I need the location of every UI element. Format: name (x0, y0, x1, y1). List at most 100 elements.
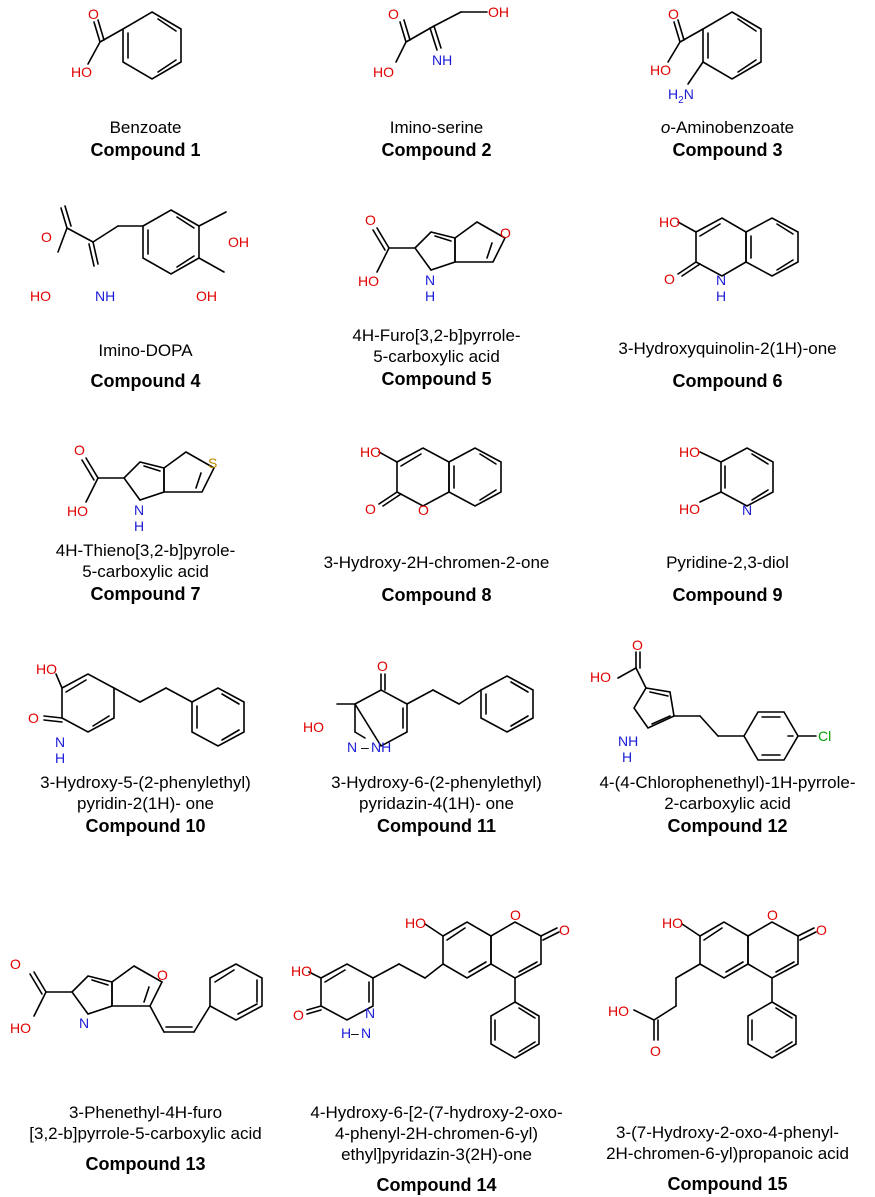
compound-15-structure: HO O O HO O (608, 907, 827, 1059)
hydroxyl-atom: HO (662, 915, 683, 931)
hydroxyl-atom: OH (196, 288, 217, 304)
nitrogen-atom: N (365, 1005, 375, 1021)
hydroxyl-atom: HO (373, 64, 394, 80)
compound-5-cell: O HO O N H 4H-Furo[3,2-b]pyrrole- 5-carb… (291, 200, 582, 439)
compound-15-cell: HO O O HO O 3-(7-Hydroxy-2-oxo-4-phenyl-… (582, 880, 873, 1197)
hydroxyl-atom: HO (67, 503, 88, 519)
compound-label: Compound 11 (376, 816, 496, 836)
compound-12-cell: O HO NH H Cl 4-(4-Chlorophenethyl)-1H-py… (582, 637, 873, 891)
compound-9-structure: HO HO N (679, 444, 774, 518)
compound-label: Compound 14 (376, 1175, 497, 1195)
compound-name: 4H-Furo[3,2-b]pyrrole- 5-carboxylic acid (352, 326, 521, 366)
hydroxyl-atom: HO (36, 661, 57, 677)
compound-9-cell: HO HO N Pyridine-2,3-diol Compound 9 (582, 430, 873, 669)
carbonyl-oxygen-atom: O (664, 271, 675, 287)
furan-oxygen-atom: O (500, 225, 511, 241)
oxygen-atom: O (41, 229, 52, 245)
compound-8-cell: HO O O 3-Hydroxy-2H-chromen-2-one Compou… (291, 430, 582, 669)
bond-dash: – (361, 739, 369, 755)
compound-6-structure: HO O N H (659, 214, 799, 304)
compound-14-structure: HO O O HO O N H – N (291, 907, 570, 1059)
bond-dash: – (351, 1025, 359, 1041)
compound-name: 3-Hydroxy-2H-chromen-2-one (323, 553, 550, 572)
hydroxyl-atom: OH (488, 4, 509, 20)
compound-name: Imino-DOPA (98, 341, 193, 360)
hydroxyl-atom: OH (228, 234, 249, 250)
compound-label: Compound 5 (381, 369, 492, 389)
compound-name: 3-Hydroxy-6-(2-phenylethyl) pyridazin-4(… (331, 773, 542, 813)
compound-1-structure: O HO (71, 6, 182, 80)
carbonyl-oxygen-atom: O (365, 501, 376, 517)
compound-10-structure: HO O N H (28, 661, 245, 766)
compound-name: 4-Hydroxy-6-[2-(7-hydroxy-2-oxo- 4-pheny… (310, 1103, 563, 1164)
chlorine-atom: Cl (818, 728, 831, 744)
compound-13-cell: O HO O N 3-Phenethyl-4H-furo [3,2-b]pyrr… (0, 900, 291, 1197)
compound-2-structure: O HO OH NH (373, 4, 509, 80)
compound-4-cell: O HO OH OH NH Imino-DOPA Compound 4 (0, 200, 291, 439)
compound-name: Benzoate (109, 118, 182, 137)
hydroxyl-atom: HO (405, 915, 426, 931)
nitrogen-atom: N (716, 272, 726, 288)
hydroxyl-atom: HO (590, 669, 611, 685)
hydroxyl-atom: HO (679, 501, 700, 517)
compound-3-cell: O HO H2N o-Aminobenzoate Compound 3 (582, 0, 873, 239)
carbonyl-oxygen-atom: O (293, 1007, 304, 1023)
oxygen-atom: O (74, 442, 85, 458)
hydroxyl-atom: HO (358, 273, 379, 289)
compound-name: 4H-Thieno[3,2-b]pyrole- 5-carboxylic aci… (55, 541, 236, 581)
nitrogen-atom: N (79, 1015, 89, 1031)
hydroxyl-atom: HO (650, 62, 671, 78)
hydroxyl-atom: HO (303, 719, 324, 735)
compound-11-cell: O HO N – NH 3-Hydroxy-6-(2-phenylethyl) … (291, 652, 582, 891)
compound-name-rest: -Aminobenzoate (670, 118, 795, 137)
carbonyl-oxygen-atom: O (816, 922, 827, 938)
nitrogen-atom: N (55, 734, 65, 750)
compound-name: Pyridine-2,3-diol (666, 553, 789, 572)
compound-13-structure: O HO O N (10, 956, 263, 1036)
hydrogen-atom: H (134, 518, 144, 534)
compound-7-cell: O HO S N H 4H-Thieno[3,2-b]pyrole- 5-car… (0, 430, 291, 669)
compound-label: Compound 7 (90, 584, 201, 604)
compound-10-cell: HO O N H 3-Hydroxy-5-(2-phenylethyl) pyr… (0, 652, 291, 891)
compound-label: Compound 12 (667, 816, 788, 836)
compound-7-structure: O HO S N H (67, 442, 217, 534)
compound-8-structure: HO O O (360, 444, 502, 518)
imine-atom: NH (95, 288, 115, 304)
compound-name: Imino-serine (389, 118, 484, 137)
compound-label: Compound 13 (85, 1154, 206, 1174)
compound-3-structure: O HO H2N (650, 6, 762, 106)
oxygen-atom: O (365, 212, 376, 228)
compound-label: Compound 9 (672, 585, 783, 605)
furan-oxygen-atom: O (157, 967, 168, 983)
nh-atom: H (341, 1025, 351, 1041)
nh-atom: NH (371, 739, 391, 755)
compound-label: Compound 8 (381, 585, 492, 605)
compound-label: Compound 4 (90, 371, 201, 391)
oxygen-atom: O (88, 6, 99, 22)
compound-1-cell: O HO Benzoate Compound 1 (0, 0, 291, 239)
compound-4-structure: O HO OH OH NH (30, 205, 249, 304)
compound-5-structure: O HO O N H (358, 212, 511, 304)
hydroxyl-atom: HO (360, 444, 381, 460)
compound-name: o-Aminobenzoate (582, 117, 873, 138)
hydroxyl-atom: HO (71, 64, 92, 80)
hydroxyl-atom: HO (10, 1020, 31, 1036)
hydroxyl-atom: HO (291, 963, 312, 979)
nitrogen-atom: N (347, 739, 357, 755)
oxygen-atom: O (388, 6, 399, 22)
compound-name: 3-(7-Hydroxy-2-oxo-4-phenyl- 2H-chromen-… (606, 1123, 849, 1163)
oxygen-atom: O (668, 6, 679, 22)
nitrogen-atom: N (361, 1025, 371, 1041)
pyridine-nitrogen-atom: N (742, 502, 752, 518)
compound-label: Compound 10 (85, 816, 206, 836)
hydroxyl-atom: HO (659, 214, 680, 230)
sulfur-atom: S (208, 455, 217, 471)
pyrrole-nitrogen-atom: NH (618, 733, 638, 749)
pyrrole-nitrogen-atom: N (425, 272, 435, 288)
carbonyl-oxygen-atom: O (632, 637, 643, 653)
compound-label: Compound 15 (667, 1174, 788, 1194)
compound-name: 3-Hydroxyquinolin-2(1H)-one (618, 339, 837, 358)
hydrogen-atom: H (716, 288, 726, 304)
carbonyl-oxygen-atom: O (377, 658, 388, 674)
ring-oxygen-atom: O (418, 502, 429, 518)
